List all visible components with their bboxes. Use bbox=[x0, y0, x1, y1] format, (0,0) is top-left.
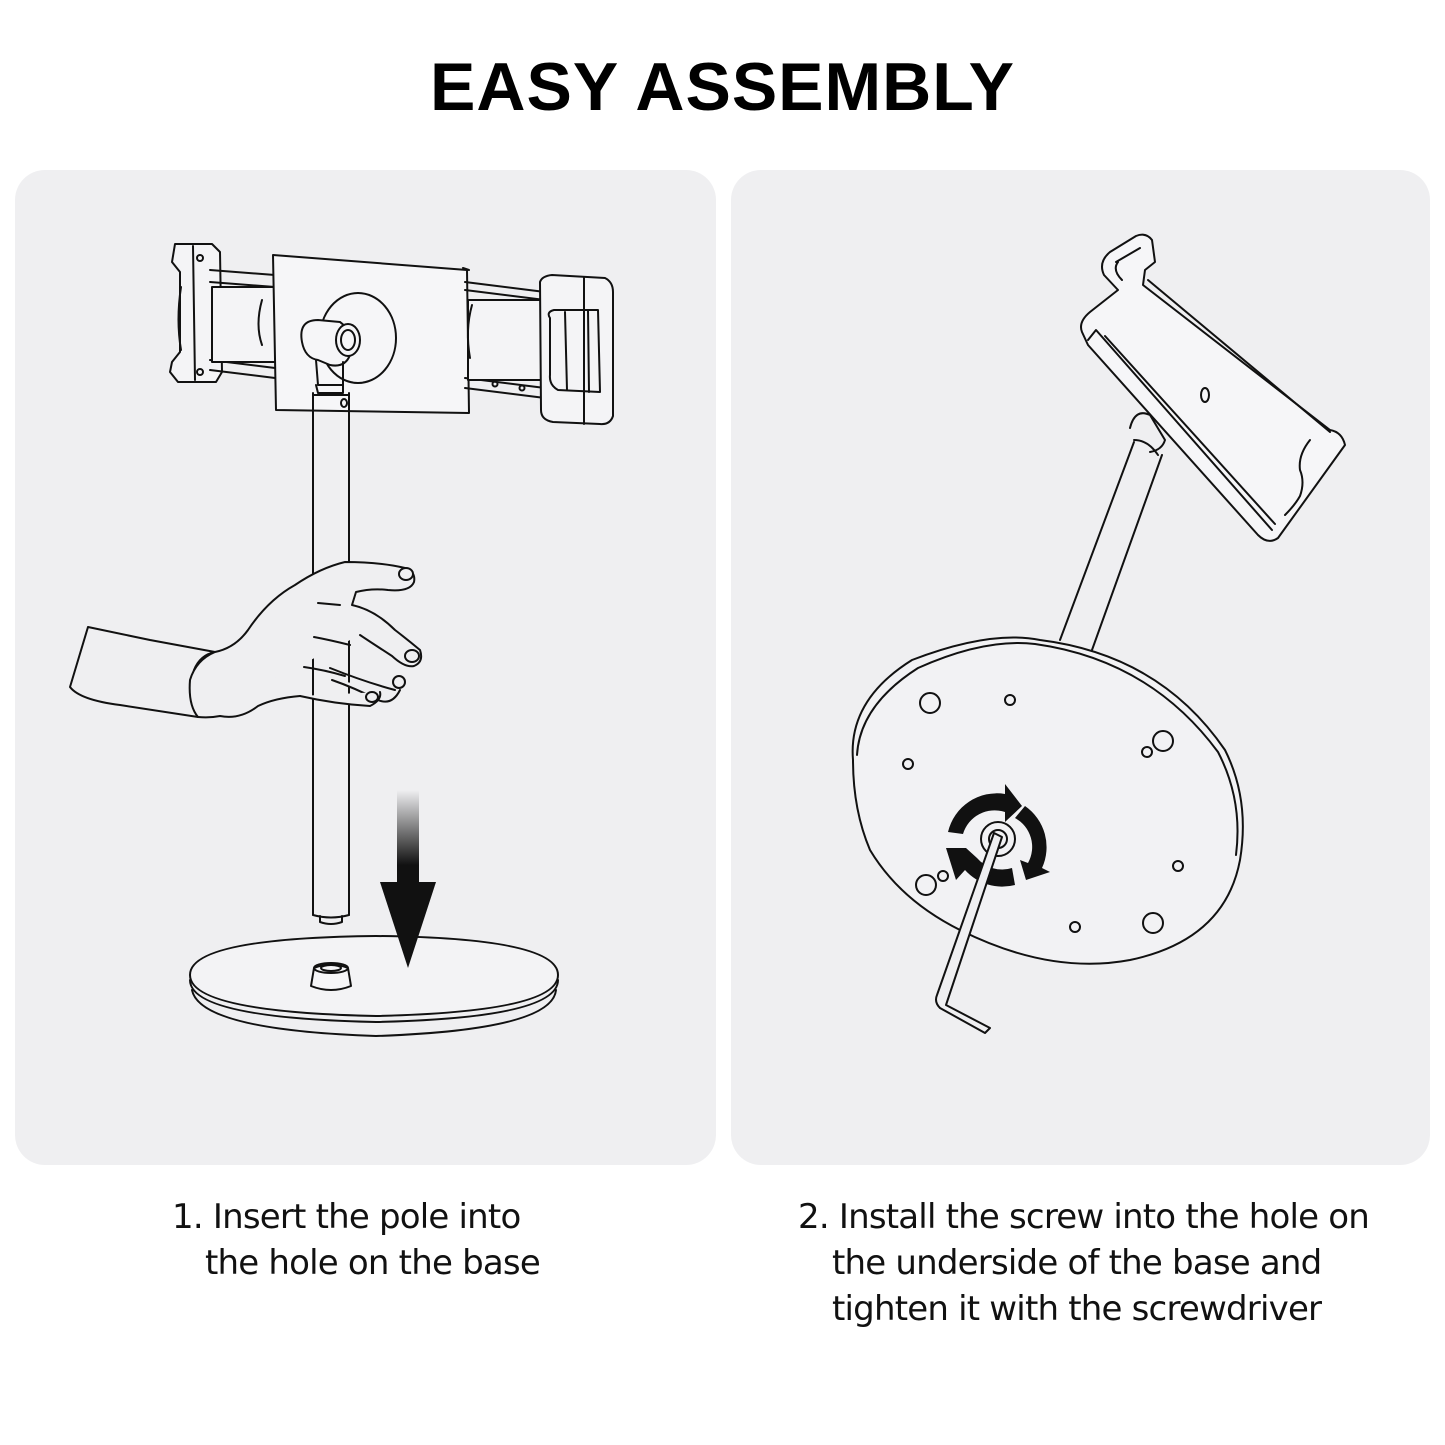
step-1-caption: 1. Insert the pole into the hole on the … bbox=[172, 1194, 592, 1286]
base-plate-icon bbox=[189, 935, 559, 1037]
base-underside-icon bbox=[851, 636, 1244, 965]
step-2-caption: 2. Install the screw into the hole on th… bbox=[798, 1194, 1398, 1332]
hand-icon bbox=[69, 561, 423, 719]
down-arrow-icon bbox=[380, 790, 436, 968]
pole-icon bbox=[312, 392, 350, 925]
hex-key-icon bbox=[935, 832, 1003, 1034]
caption-line: 2. Install the screw into the hole on bbox=[798, 1197, 1370, 1237]
step-2-illustration bbox=[851, 233, 1346, 1034]
caption-line: the hole on the base bbox=[205, 1243, 541, 1283]
page-title: EASY ASSEMBLY bbox=[430, 49, 1015, 125]
tablet-holder-icon bbox=[169, 243, 614, 426]
step-1-illustration bbox=[69, 243, 614, 1037]
rotate-arrows-icon bbox=[946, 784, 1050, 887]
caption-line: 1. Insert the pole into bbox=[172, 1197, 521, 1237]
tablet-holder-icon bbox=[1080, 233, 1346, 542]
step-2-panel bbox=[731, 170, 1430, 1165]
caption-line: the underside of the base and bbox=[832, 1243, 1322, 1283]
caption-line: tighten it with the screwdriver bbox=[832, 1289, 1322, 1329]
pole-icon bbox=[1059, 412, 1166, 651]
step-1-panel bbox=[15, 170, 716, 1165]
